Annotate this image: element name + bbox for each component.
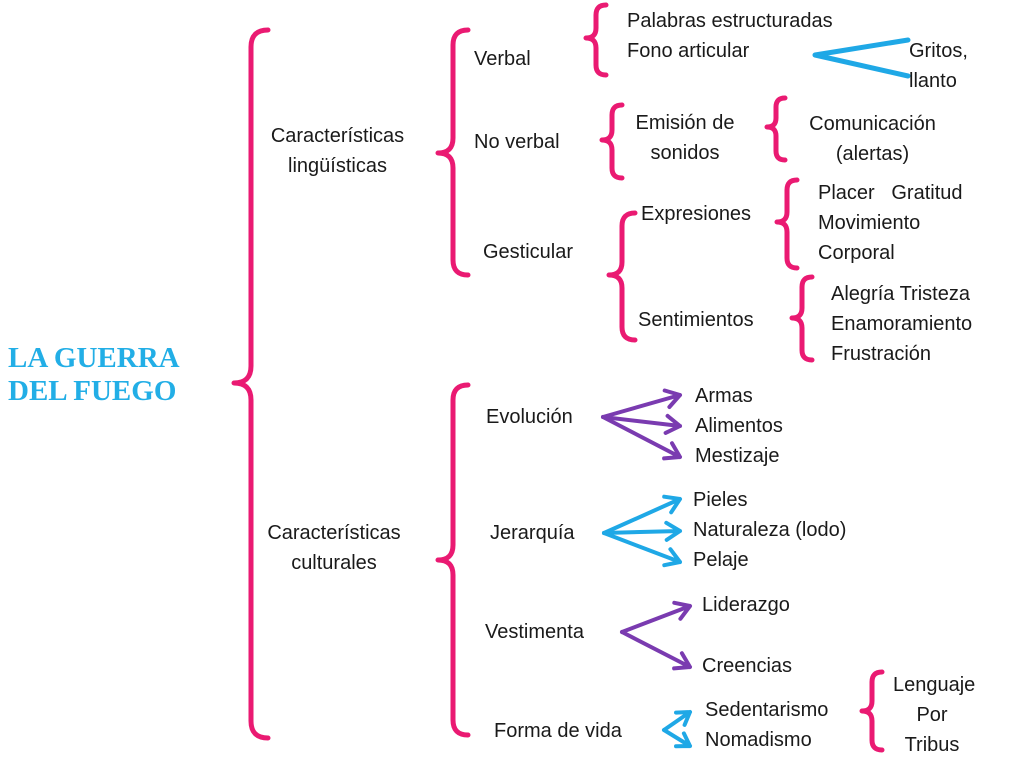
node-alimentos: Alimentos [695, 415, 783, 437]
node-palabras-line1: Palabras estructuradas [627, 10, 833, 32]
node-vestimenta: Vestimenta [485, 621, 584, 643]
brace-main [231, 27, 271, 741]
node-comunicacion-line1: Comunicación [809, 113, 936, 135]
node-comunicacion-line2: (alertas) [835, 143, 910, 165]
node-liderazgo: Liderazgo [702, 594, 790, 616]
node-nomadismo: Nomadismo [705, 729, 812, 751]
node-evolucion-items: Armas Alimentos Mestizaje [695, 381, 783, 471]
node-sedentarismo: Sedentarismo [705, 699, 829, 721]
node-lenguaje: Lenguaje Por Tribus [893, 670, 976, 760]
node-palabras: Palabras estructuradas Fono articular [627, 6, 833, 66]
brace-expresiones [774, 177, 800, 271]
arrow-evolucion-mestizaje [601, 415, 682, 461]
node-expresiones: Expresiones [641, 203, 752, 225]
arrow-jerarquia-pieles [602, 494, 682, 535]
node-emision: Emisión de sonidos [620, 108, 750, 168]
brace-forma-de-vida [859, 669, 885, 753]
heading-cultural: Características culturales [248, 518, 420, 578]
node-creencias: Creencias [702, 655, 793, 677]
arrow-jerarquia-pelaje [602, 531, 682, 568]
main-title-line1: LA GUERRA [8, 342, 180, 374]
node-sentimientos: Sentimientos [638, 309, 754, 331]
node-gritos-line1: Gritos, [909, 40, 968, 62]
node-naturaleza: Naturaleza (lodo) [693, 519, 847, 541]
node-jerarquia: Jerarquía [490, 522, 575, 544]
node-forma-items: Sedentarismo Nomadismo [705, 695, 828, 755]
heading-cultural-line2: culturales [291, 552, 377, 574]
node-sentimientos-item3: Frustración [831, 343, 932, 365]
arrow-vestimenta-liderazgo [620, 600, 692, 634]
main-title: LA GUERRA DEL FUEGO [8, 342, 180, 408]
node-expresiones-item2: Movimiento [818, 212, 921, 234]
node-lenguaje-line3: Tribus [904, 734, 960, 756]
node-expresiones-item3: Corporal [818, 242, 895, 264]
heading-cultural-line1: Características [267, 522, 401, 544]
brace-verbal [583, 2, 609, 78]
node-comunicacion: Comunicación (alertas) [795, 109, 950, 169]
node-verbal: Verbal [474, 48, 531, 70]
node-palabras-line2: Fono articular [627, 40, 750, 62]
main-title-line2: DEL FUEGO [8, 375, 177, 407]
node-expresiones-item1: Placer Gratitud [818, 182, 963, 204]
node-lenguaje-line1: Lenguaje [893, 674, 976, 696]
node-emision-line2: sonidos [650, 142, 720, 164]
node-emision-line1: Emisión de [635, 112, 735, 134]
node-no-verbal: No verbal [474, 131, 560, 153]
arrow-evolucion-armas [601, 388, 682, 419]
heading-linguistic-line2: lingüísticas [288, 155, 387, 177]
arrow-vestimenta-creencias [620, 630, 692, 671]
node-armas: Armas [695, 385, 753, 407]
node-gritos: Gritos, llanto [909, 36, 968, 96]
node-pieles: Pieles [693, 489, 748, 511]
heading-linguistic: Características lingüísticas [250, 121, 425, 181]
node-pelaje: Pelaje [693, 549, 749, 571]
arrow-forma-sedentarismo [662, 710, 692, 732]
brace-sentimientos [789, 274, 815, 363]
connector-gritos [812, 37, 911, 79]
node-gritos-line2: llanto [909, 70, 957, 92]
node-sentimientos-items: Alegría Tristeza Enamoramiento Frustraci… [831, 279, 972, 369]
node-jerarquia-items: Pieles Naturaleza (lodo) Pelaje [693, 485, 846, 575]
heading-linguistic-line1: Características [270, 125, 405, 147]
brace-cultural [435, 382, 471, 738]
node-sentimientos-item2: Enamoramiento [831, 313, 973, 335]
arrow-evolucion-alimentos [601, 413, 682, 435]
brace-linguistic [435, 27, 471, 278]
node-evolucion: Evolución [486, 406, 573, 428]
node-lenguaje-line2: Por [916, 704, 948, 726]
node-forma-de-vida: Forma de vida [494, 720, 622, 742]
brace-gesticular [606, 210, 638, 343]
node-expresiones-items: Placer Gratitud Movimiento Corporal [818, 178, 963, 268]
arrow-jerarquia-naturaleza [602, 520, 682, 542]
node-gesticular: Gesticular [483, 241, 574, 263]
node-mestizaje: Mestizaje [695, 445, 780, 467]
brace-no-verbal [599, 102, 625, 181]
node-sentimientos-item1: Alegría Tristeza [831, 283, 970, 305]
arrow-forma-nomadismo [662, 728, 692, 749]
brace-emision [764, 95, 788, 163]
